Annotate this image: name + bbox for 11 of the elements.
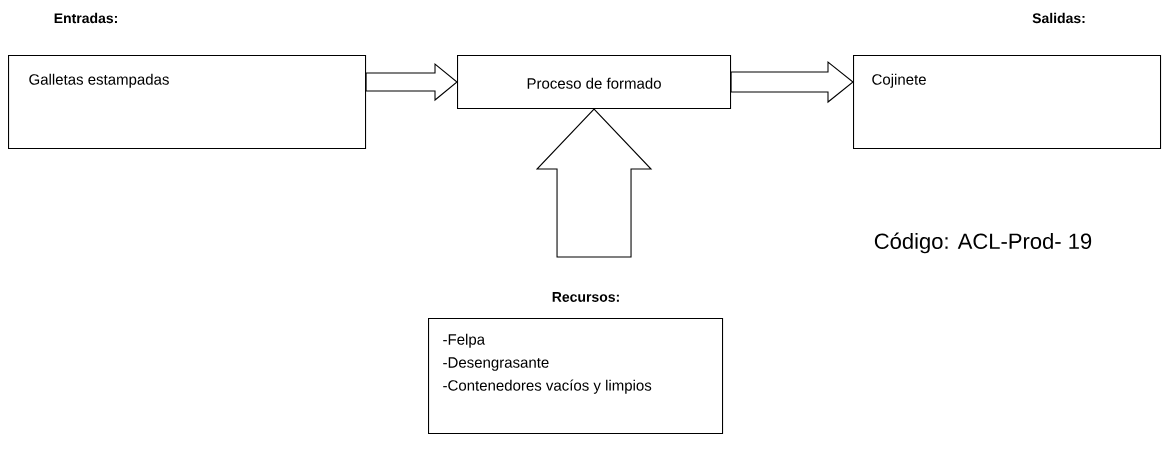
heading: Salidas:: [1032, 12, 1085, 24]
process-box: Cojinete: [853, 55, 1162, 150]
heading: Recursos:: [552, 292, 619, 302]
process-box: Proceso de formado: [457, 55, 732, 110]
block-arrow: [730, 60, 854, 104]
block-arrow: [365, 62, 458, 102]
heading: Entradas:: [54, 12, 117, 24]
process-box: -Felpa -Desengrasante -Contenedores vacíos y limpios: [428, 318, 724, 435]
block-arrow: [535, 108, 653, 258]
process-box: Galletas estampadas: [8, 55, 367, 150]
code-label: Código: ACL-Prod- 19: [874, 232, 1092, 254]
